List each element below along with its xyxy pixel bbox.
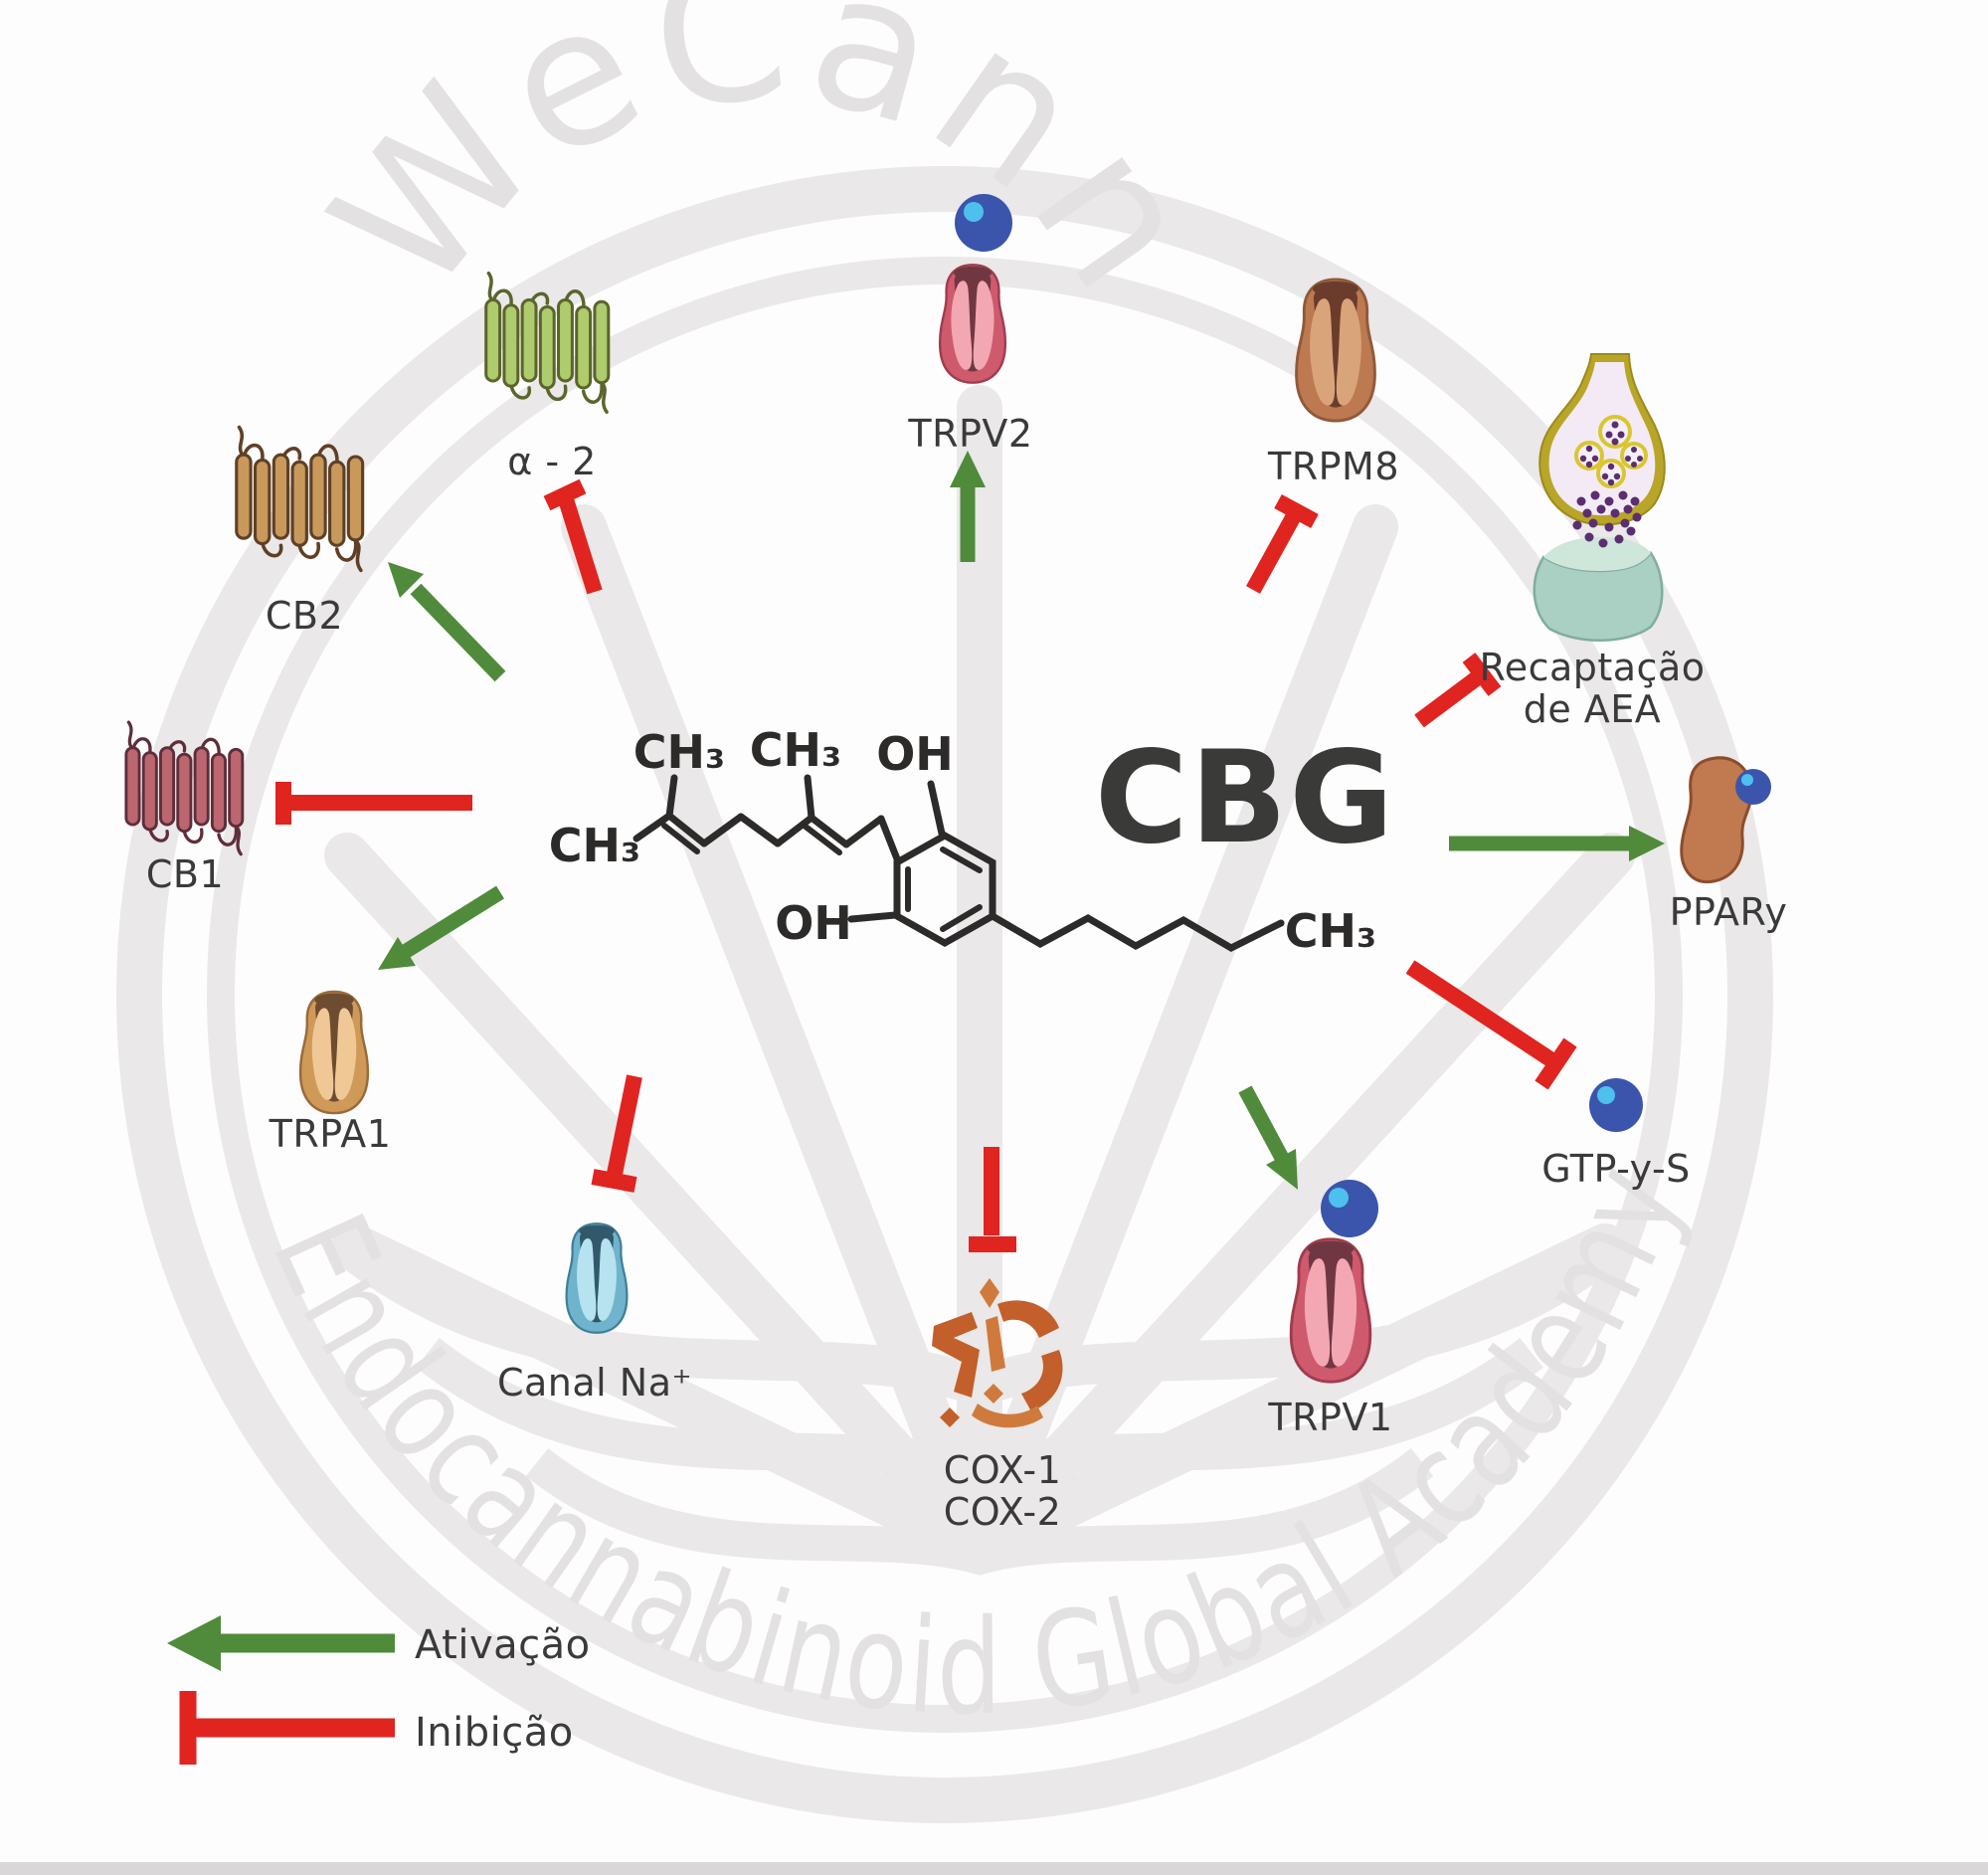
trpv2-label: TRPV2 bbox=[908, 412, 1033, 457]
cb1-label: CB1 bbox=[145, 852, 225, 897]
aea-reuptake-label: Recaptação de AEA bbox=[1479, 646, 1706, 731]
methyl-label-2: CH₃ bbox=[750, 723, 841, 777]
cox-enzyme-icon bbox=[932, 1278, 1063, 1428]
trpv1-label: TRPV1 bbox=[1268, 1396, 1393, 1440]
cbg-title: CBG bbox=[1095, 724, 1396, 872]
synapse-aea-reuptake-icon bbox=[1533, 353, 1666, 642]
gtpys-inhibition-tbar bbox=[1405, 960, 1558, 1068]
trpv1-activation-arrow bbox=[1238, 1085, 1290, 1164]
canalna-inhibition-tbar bbox=[607, 1074, 642, 1176]
methyl-label-1: CH₃ bbox=[633, 725, 725, 779]
hydroxyl-label-top: OH bbox=[876, 727, 954, 781]
activation-arrows bbox=[378, 451, 1665, 1190]
cox-label: COX-1 COX-2 bbox=[943, 1448, 1062, 1534]
trpa1-channel-icon bbox=[300, 991, 368, 1114]
sodium-channel-icon bbox=[566, 1223, 628, 1333]
gtpys-ball-icon bbox=[1589, 1078, 1643, 1132]
cbg-molecule-structure: CH₃ CH₃ OH CH₃ OH CH₃ CBG bbox=[549, 723, 1396, 958]
alpha2-label: α - 2 bbox=[507, 440, 597, 484]
legend-inhibition-label: Inibição bbox=[415, 1710, 574, 1756]
methyl-label-4: CH₃ bbox=[1285, 904, 1376, 958]
legend bbox=[167, 1615, 395, 1765]
alpha2-inhibition-tbar bbox=[557, 493, 603, 595]
trpm8-inhibition-tbar bbox=[1245, 508, 1304, 594]
gtpys-label: GTP-y-S bbox=[1541, 1147, 1691, 1192]
trpv1-channel-icon bbox=[1291, 1238, 1370, 1383]
trpv1-ligand-ball-icon bbox=[1321, 1180, 1378, 1237]
ppary-receptor-icon bbox=[1680, 756, 1771, 884]
legend-activation-label: Ativação bbox=[415, 1622, 591, 1668]
trpv2-channel-icon bbox=[940, 265, 1005, 383]
trpm8-label: TRPM8 bbox=[1268, 445, 1399, 489]
watermark-waves bbox=[325, 1222, 1634, 1576]
methyl-label-3: CH₃ bbox=[549, 819, 640, 872]
hydroxyl-label-bottom: OH bbox=[775, 896, 852, 950]
ppary-label: PPARy bbox=[1669, 890, 1788, 935]
cb2-activation-arrow bbox=[410, 583, 506, 682]
inhibition-tbars bbox=[275, 478, 1577, 1252]
trpa1-label: TRPA1 bbox=[269, 1112, 392, 1157]
trpa1-activation-arrow bbox=[401, 885, 504, 959]
cb2-label: CB2 bbox=[265, 594, 344, 639]
trpm8-channel-icon bbox=[1296, 279, 1375, 422]
trpv2-ligand-ball-icon bbox=[955, 194, 1012, 252]
aea-inhibition-tbar bbox=[1414, 667, 1487, 728]
canalna-label: Canal Na⁺ bbox=[496, 1361, 693, 1406]
bottom-gray-strip bbox=[0, 1862, 1988, 1875]
